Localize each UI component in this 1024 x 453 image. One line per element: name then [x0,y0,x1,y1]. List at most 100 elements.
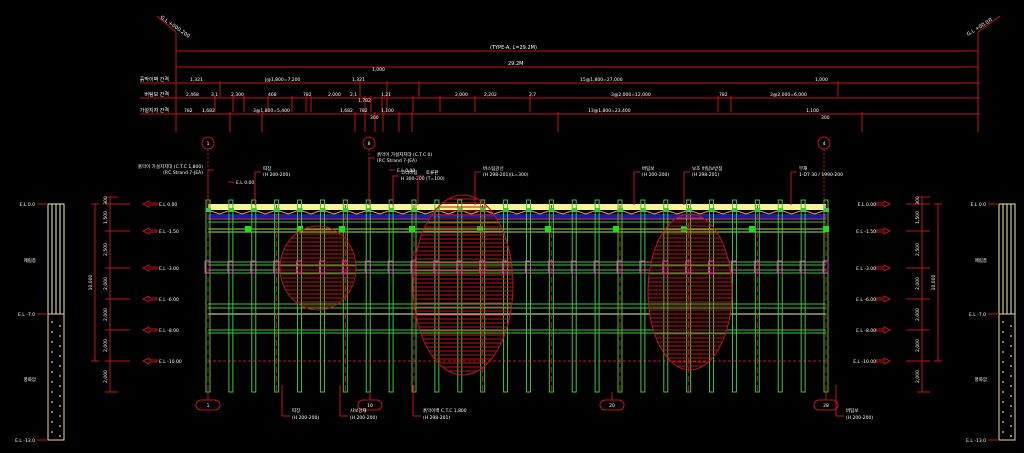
strut-node [640,208,646,212]
soil-elev-mid: E.L -7.0 [969,312,986,318]
elevation-label: E.L -1.50 [856,229,876,235]
rock-dot [59,365,61,367]
rock-dot [1002,421,1004,423]
bracket [799,260,806,274]
grid-marker-pill [813,399,839,411]
dim-value: 1,782 [358,98,371,104]
callout-spec: (H 298-201)(L=300) [483,172,529,178]
rock-dot [1010,375,1012,377]
rock-dot [51,421,53,423]
strut-node [274,208,280,212]
dim-value: 1,000 [372,67,385,73]
strut-block [297,226,303,232]
pile [228,199,234,393]
strut-node [206,208,211,212]
strut-node [686,208,692,212]
bracket [273,260,280,274]
pile [342,199,348,393]
dim-value: 2,468 [186,92,199,98]
vertical-dim-value: 2,500 [915,243,921,256]
bracket [296,260,303,274]
callout-spec: (H 200-200) [846,415,873,421]
callout-title: 버팀보 [642,165,654,172]
callout-spec: (H 200-200) [642,172,669,178]
rock-dot [59,325,61,327]
grid-marker-label: 8 [368,141,371,147]
strut-node [366,208,372,212]
strut-node [595,208,601,212]
rock-dot [1002,321,1004,323]
bracket [227,260,234,274]
elevation-arrow-left [141,264,158,272]
elevation-arrow-right [875,227,892,235]
callout-title: 사보강재 [350,407,367,414]
bracket [570,260,577,274]
bracket [708,260,715,274]
elevation-label: E.L -8.00 [856,328,876,334]
hatched-zone-1 [279,225,357,311]
grid-marker-label: 1 [207,403,210,409]
strut-block [613,226,619,232]
elevation-arrow-right [875,326,892,334]
callout-title: 보조 버팀보받침 [692,165,722,172]
rock-dot [1010,345,1012,347]
vertical-dim-value: 300 [915,196,921,205]
dim-value: 782 [719,92,728,98]
strut-block [409,226,415,232]
strut-node [572,208,578,212]
strut-node [526,208,532,212]
strut-node [457,208,463,212]
callout-spec: (H 200-200) [350,415,377,421]
vertical-total-value: 10,000 [931,274,937,290]
rock-dot [59,355,61,357]
pile [571,199,577,393]
bracket [730,260,737,274]
callout-title: 띠장 [263,165,271,172]
callout-spec: (H 298-201) [692,172,719,178]
dim-value: 3@2,000=6,000 [770,92,807,98]
pile [754,199,760,393]
vertical-dim-value: 2,000 [103,339,109,352]
rock-dot [51,381,53,383]
zone-outline [647,213,733,371]
dim-value: 300 [370,115,379,121]
dim-row-label: 버팀보 간격 [144,91,169,98]
rock-dot [51,431,53,433]
rock-dot [59,405,61,407]
callout-spec: (H 200-200) [263,172,290,178]
pile [365,199,371,393]
elevation-arrow-left [141,227,158,235]
bracket [250,260,257,274]
diagonal-left-leader [156,15,177,33]
overall-dimension: (TYPE-A, L=29.2M) [490,45,537,51]
elevation-arrow-right [875,295,892,303]
strut-block [823,226,829,232]
strut-node [434,208,440,212]
bracket [387,260,394,274]
dim-value: 2,202 [484,92,497,98]
pile [686,199,692,393]
pile [297,199,303,393]
pile [548,199,554,393]
dim-value: 2,300 [231,92,244,98]
dim-value: 2,000 [328,92,341,98]
rock-dot [1002,371,1004,373]
strut-node [755,208,761,212]
elevation-label: E.L 0.00 [159,202,177,208]
strut-block [681,226,687,232]
strut-node [801,208,807,212]
strut-block [477,226,483,232]
rock-dot [59,415,61,417]
dim-value: 1,100 [806,108,819,114]
vertical-dim-value: 2,500 [103,243,109,256]
rock-dot [51,331,53,333]
strut-node [618,208,623,212]
rock-dot [59,345,61,347]
callout-spec: H 300-200 [401,176,425,182]
rock-dot [51,401,53,403]
bracket [341,260,348,274]
bracket [616,260,623,274]
rock-dot [1002,381,1004,383]
pile [709,199,715,393]
rock-dot [59,425,61,427]
